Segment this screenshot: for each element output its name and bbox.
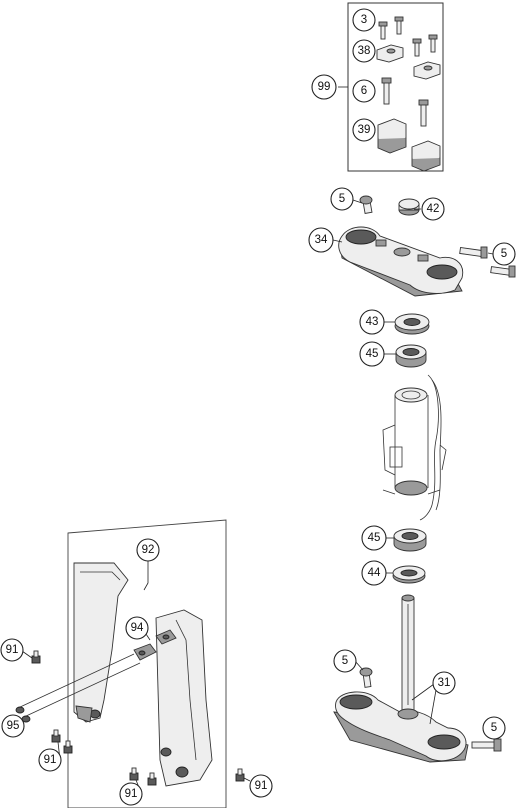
screws-item-91 [31, 650, 245, 786]
svg-text:91: 91 [6, 644, 19, 656]
svg-text:38: 38 [358, 45, 371, 57]
svg-text:99: 99 [318, 81, 331, 93]
bolt-item-5-top [359, 195, 373, 214]
clamp-kit-box [338, 2, 444, 172]
callout-91-mid: 91 [38, 748, 62, 772]
callout-99: 99 [311, 74, 337, 100]
clamp-item-39 [377, 118, 441, 172]
svg-text:91: 91 [255, 780, 268, 792]
svg-text:5: 5 [339, 193, 345, 205]
svg-text:43: 43 [366, 316, 379, 328]
callout-42: 42 [421, 197, 445, 221]
callout-94: 94 [125, 616, 149, 640]
bearing-item-45-bottom [393, 528, 427, 552]
seal-item-43 [394, 313, 430, 335]
svg-text:91: 91 [125, 788, 138, 800]
svg-text:95: 95 [7, 720, 20, 732]
svg-text:45: 45 [368, 532, 381, 544]
nut-item-42 [398, 198, 420, 216]
callout-45-bottom: 45 [361, 525, 387, 551]
callout-39: 39 [352, 118, 376, 142]
upper-triple-clamp [338, 226, 464, 297]
bearing-item-45-top [395, 344, 427, 368]
callout-44: 44 [361, 560, 387, 586]
fork-guard-right [155, 609, 213, 787]
callout-3: 3 [352, 8, 376, 32]
callout-45-top: 45 [359, 341, 385, 367]
callout-6: 6 [352, 79, 376, 103]
lower-triple-clamp [333, 594, 469, 763]
callout-92: 92 [136, 538, 160, 562]
fork-guard-left [73, 562, 129, 723]
svg-text:5: 5 [342, 655, 348, 667]
svg-text:39: 39 [358, 124, 371, 136]
svg-text:3: 3 [361, 14, 367, 26]
callout-5-bottom-right: 5 [482, 716, 506, 740]
callout-91-right: 91 [249, 774, 273, 798]
bolts-item-5-right [459, 246, 516, 278]
bolt-item-5-bottom-right [471, 738, 502, 752]
callout-95: 95 [1, 714, 25, 738]
callout-5-right: 5 [492, 242, 516, 266]
callout-31: 31 [432, 671, 456, 695]
callout-34: 34 [308, 227, 334, 253]
svg-text:6: 6 [361, 85, 367, 97]
guard-bracket-item-94 [133, 629, 177, 661]
frame-steering-head [382, 374, 447, 521]
callout-91-bottom: 91 [119, 782, 143, 806]
screws-item-3 [378, 16, 438, 57]
callout-43: 43 [359, 309, 385, 335]
svg-text:91: 91 [44, 754, 57, 766]
svg-text:42: 42 [427, 203, 440, 215]
seal-item-44 [392, 565, 426, 584]
callout-91-left: 91 [0, 638, 24, 662]
svg-text:5: 5 [501, 248, 507, 260]
bolt-item-5-stem [359, 667, 373, 688]
callout-5-top: 5 [330, 187, 354, 211]
svg-text:31: 31 [438, 677, 451, 689]
svg-text:94: 94 [131, 622, 144, 634]
clamp-item-38 [376, 44, 441, 80]
callout-5-stem: 5 [333, 649, 357, 673]
svg-text:45: 45 [366, 348, 379, 360]
long-screw-item-95 [15, 653, 141, 723]
screws-item-6 [381, 77, 429, 127]
svg-text:44: 44 [368, 567, 381, 579]
svg-text:92: 92 [142, 544, 155, 556]
fork-guard-panel [67, 519, 227, 808]
svg-text:34: 34 [315, 234, 328, 246]
svg-text:5: 5 [491, 722, 497, 734]
callout-38: 38 [352, 39, 376, 63]
